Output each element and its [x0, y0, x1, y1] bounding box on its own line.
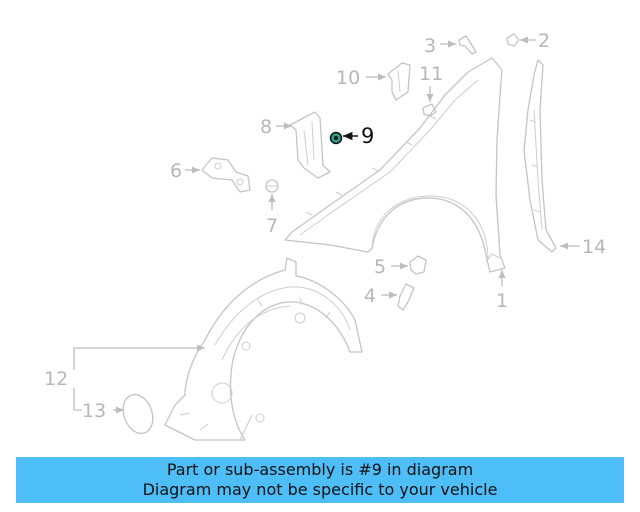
- fender-part-1: [284, 57, 506, 273]
- clip-part-2: [506, 33, 520, 47]
- seal-part-14: [523, 59, 557, 253]
- callout-6: 6: [170, 160, 182, 182]
- clip-part-7: [265, 179, 279, 193]
- banner-part-line: Part or sub-assembly is #9 in diagram: [166, 460, 474, 479]
- banner-disclaimer-line: Diagram may not be specific to your vehi…: [142, 480, 498, 499]
- callout-1: 1: [496, 290, 508, 312]
- wheel-liner-part-12: [164, 257, 363, 441]
- callout-12: 12: [44, 368, 68, 390]
- leader-12-branch: [73, 388, 82, 411]
- callout-8: 8: [260, 116, 272, 138]
- callout-14: 14: [582, 236, 606, 258]
- callout-2: 2: [538, 30, 550, 52]
- parts-diagram: 3 2 10 11 8 9 6 7 5 4 1 14 12 13: [44, 30, 606, 441]
- callout-7: 7: [266, 215, 278, 237]
- cover-part-13: [122, 393, 154, 435]
- callout-10: 10: [336, 67, 360, 89]
- bolt-part-3: [458, 35, 477, 55]
- bracket-part-8: [289, 111, 331, 179]
- callout-11: 11: [419, 63, 443, 85]
- clip-part-11: [422, 103, 437, 117]
- leader-12: [73, 344, 205, 370]
- callout-3: 3: [424, 35, 436, 57]
- hinge-part-6: [201, 157, 251, 193]
- callout-4: 4: [364, 285, 376, 307]
- callout-5: 5: [374, 256, 386, 278]
- bracket-part-10: [387, 62, 411, 101]
- highlighted-part-9: [329, 131, 343, 145]
- retainer-part-5: [409, 255, 427, 275]
- callout-13: 13: [82, 400, 106, 422]
- callout-9: 9: [361, 124, 374, 148]
- info-banner: Part or sub-assembly is #9 in diagram Di…: [16, 457, 624, 503]
- fastener-part-4: [397, 283, 415, 311]
